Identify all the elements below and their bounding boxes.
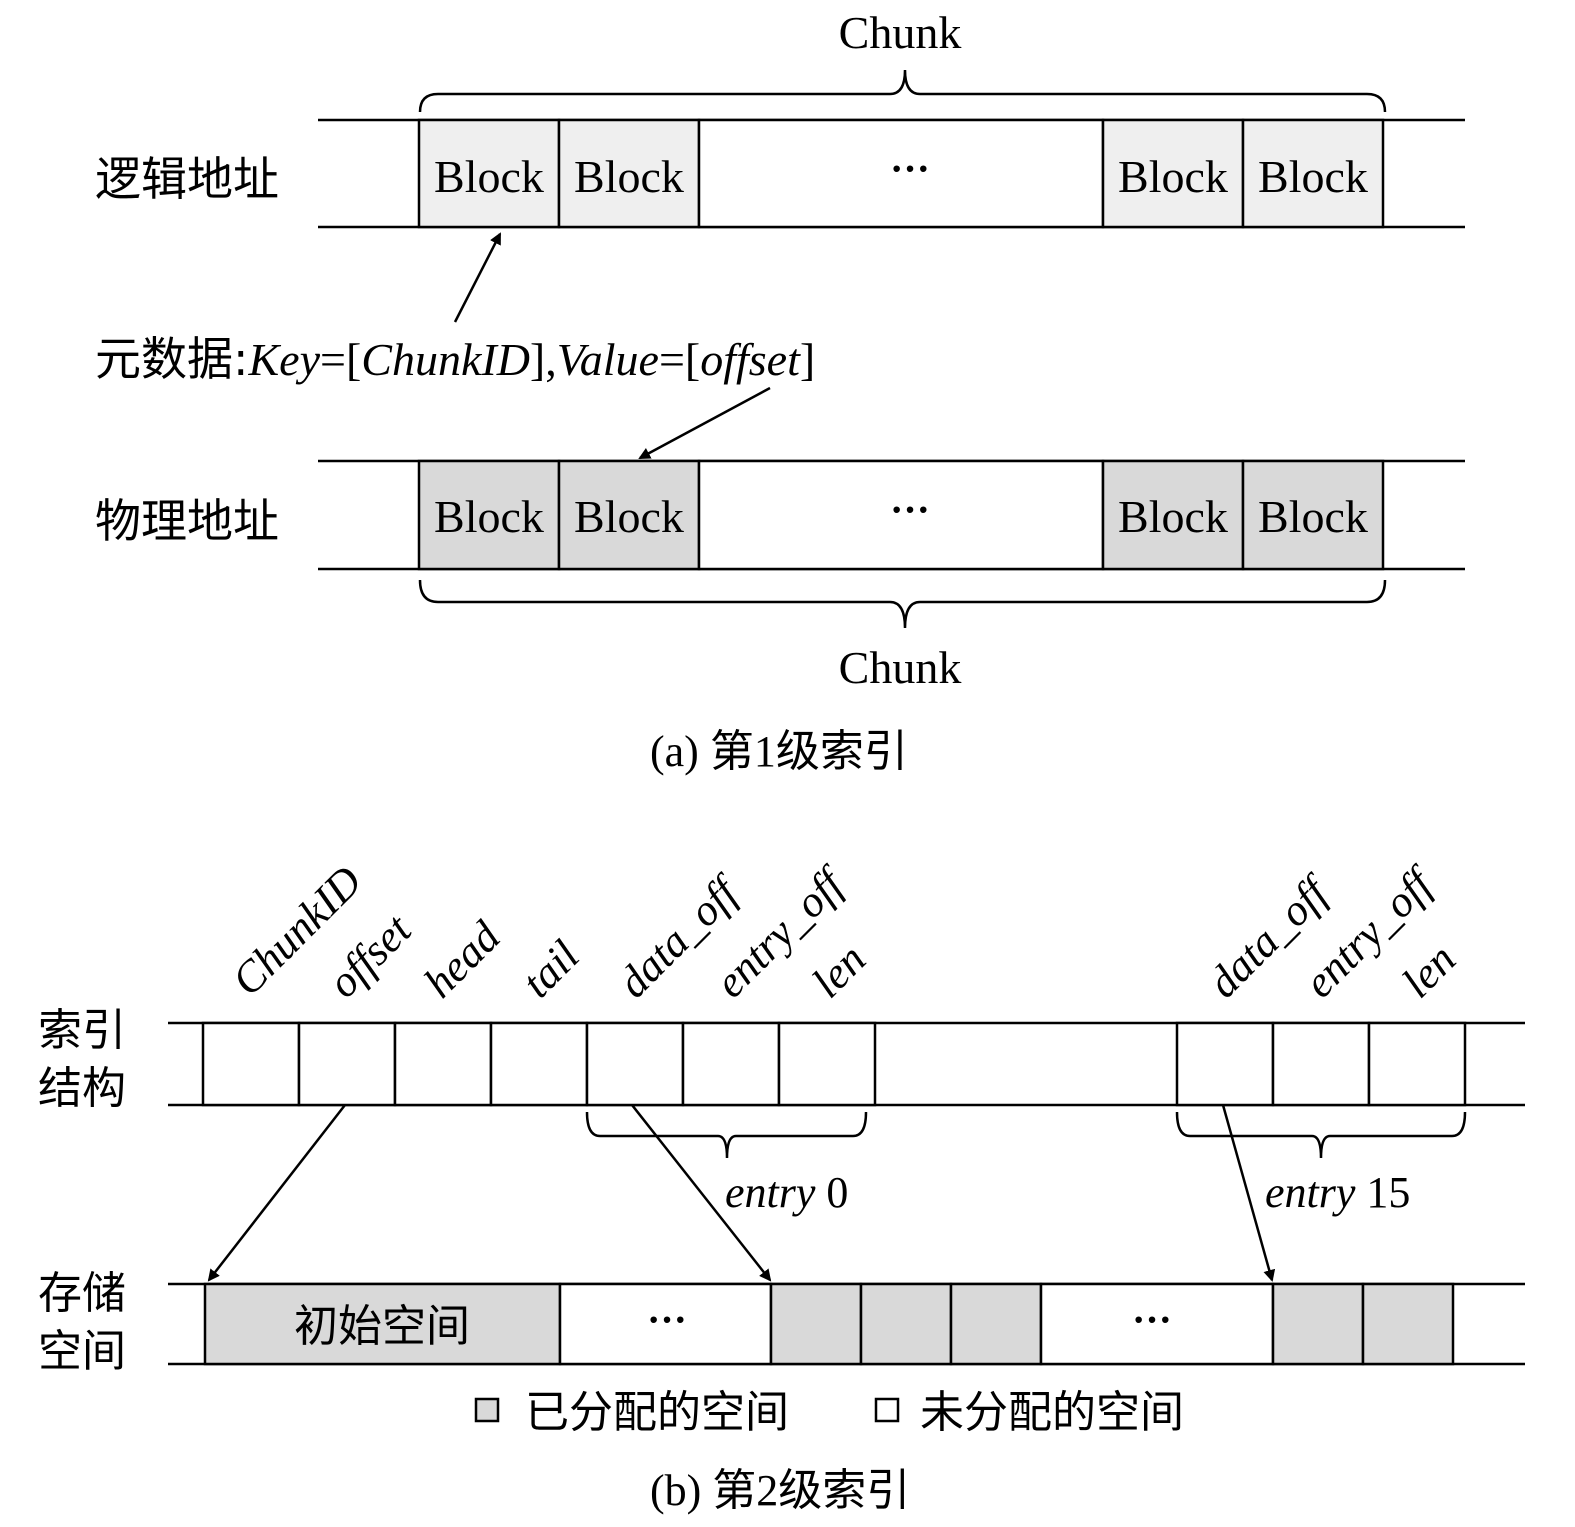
allocated-block bbox=[1271, 1282, 1365, 1366]
unallocated-gap bbox=[558, 1282, 773, 1366]
chunk-top-brace bbox=[418, 69, 1387, 113]
part-a-first-level-index: Chunk 逻辑地址 Block Block ··· Block Block 元… bbox=[95, 7, 1465, 776]
metadata-to-physical-arrow bbox=[638, 386, 771, 460]
physical-block-label: Block bbox=[1258, 491, 1368, 542]
logical-block-label: Block bbox=[574, 151, 684, 202]
index-structure-label-line2: 结构 bbox=[38, 1063, 126, 1114]
offset-to-initial-space-arrow bbox=[207, 1104, 346, 1282]
legend-allocated-swatch bbox=[474, 1397, 500, 1423]
entry0-label: entry 0 bbox=[725, 1168, 848, 1217]
allocated-block bbox=[769, 1282, 863, 1366]
field-label-len: len bbox=[802, 934, 875, 1007]
field-cell-offset bbox=[297, 1021, 397, 1107]
logical-block-label: Block bbox=[1258, 151, 1368, 202]
entry15-brace bbox=[1175, 1111, 1467, 1159]
logical-block bbox=[417, 118, 561, 229]
logical-block-label: Block bbox=[1118, 151, 1228, 202]
metadata-label: 元数据:Key=[ChunkID],Value=[offset] bbox=[95, 332, 815, 386]
physical-ellipsis: ··· bbox=[890, 487, 930, 532]
field-cell-data-off-0 bbox=[585, 1021, 685, 1107]
allocated-block bbox=[949, 1282, 1043, 1366]
logical-address-label: 逻辑地址 bbox=[95, 152, 279, 206]
field-cell-entry-off-0 bbox=[681, 1021, 781, 1107]
index-structure-label-line1: 索引 bbox=[38, 1005, 126, 1056]
allocated-block bbox=[1361, 1282, 1455, 1366]
physical-block-label: Block bbox=[574, 491, 684, 542]
legend-unallocated-label: 未分配的空间 bbox=[920, 1387, 1184, 1438]
entry0-brace bbox=[585, 1111, 868, 1159]
initial-space-block bbox=[203, 1282, 562, 1366]
field-cell-data-off-15 bbox=[1175, 1021, 1275, 1107]
field-cell-chunkid bbox=[201, 1021, 301, 1107]
field-label-tail: tail bbox=[512, 931, 588, 1007]
physical-block bbox=[1101, 459, 1245, 571]
caption-b: (b) 第2级索引 bbox=[650, 1466, 910, 1515]
physical-block-label: Block bbox=[434, 491, 544, 542]
logical-gap bbox=[697, 118, 1105, 229]
logical-block-label: Block bbox=[434, 151, 544, 202]
field-cell-tail bbox=[489, 1021, 589, 1107]
metadata-to-logical-arrow bbox=[453, 232, 502, 323]
storage-ellipsis: ··· bbox=[1132, 1297, 1172, 1342]
chunk-top-label: Chunk bbox=[839, 7, 962, 58]
field-label-head: head bbox=[414, 911, 510, 1007]
physical-block-label: Block bbox=[1118, 491, 1228, 542]
chunk-bottom-brace bbox=[418, 579, 1387, 629]
field-cell-entry-off-15 bbox=[1271, 1021, 1371, 1107]
storage-space-label-line2: 空间 bbox=[38, 1326, 126, 1377]
field-label-len: len bbox=[1392, 934, 1465, 1007]
initial-space-label: 初始空间 bbox=[294, 1301, 470, 1352]
logical-block bbox=[557, 118, 701, 229]
field-cell-head bbox=[393, 1021, 493, 1107]
logical-block bbox=[1241, 118, 1385, 229]
field-cell-len-15 bbox=[1367, 1021, 1467, 1107]
storage-space-label-line1: 存储 bbox=[38, 1268, 126, 1319]
logical-ellipsis: ··· bbox=[890, 146, 930, 191]
allocated-block bbox=[859, 1282, 953, 1366]
logical-block bbox=[1101, 118, 1245, 229]
entry15-label: entry 15 bbox=[1265, 1168, 1410, 1217]
storage-ellipsis: ··· bbox=[647, 1297, 687, 1342]
physical-block bbox=[1241, 459, 1385, 571]
physical-block bbox=[417, 459, 561, 571]
legend-allocated-label: 已分配的空间 bbox=[525, 1387, 789, 1438]
caption-a: (a) 第1级索引 bbox=[650, 727, 908, 776]
field-cell-len-0 bbox=[777, 1021, 877, 1107]
legend-unallocated-swatch bbox=[874, 1397, 900, 1423]
chunk-bottom-label: Chunk bbox=[839, 642, 962, 693]
physical-address-label: 物理地址 bbox=[95, 494, 279, 548]
entry15-to-storage-arrow bbox=[1221, 1104, 1276, 1282]
entry0-to-storage-arrow bbox=[631, 1104, 772, 1282]
